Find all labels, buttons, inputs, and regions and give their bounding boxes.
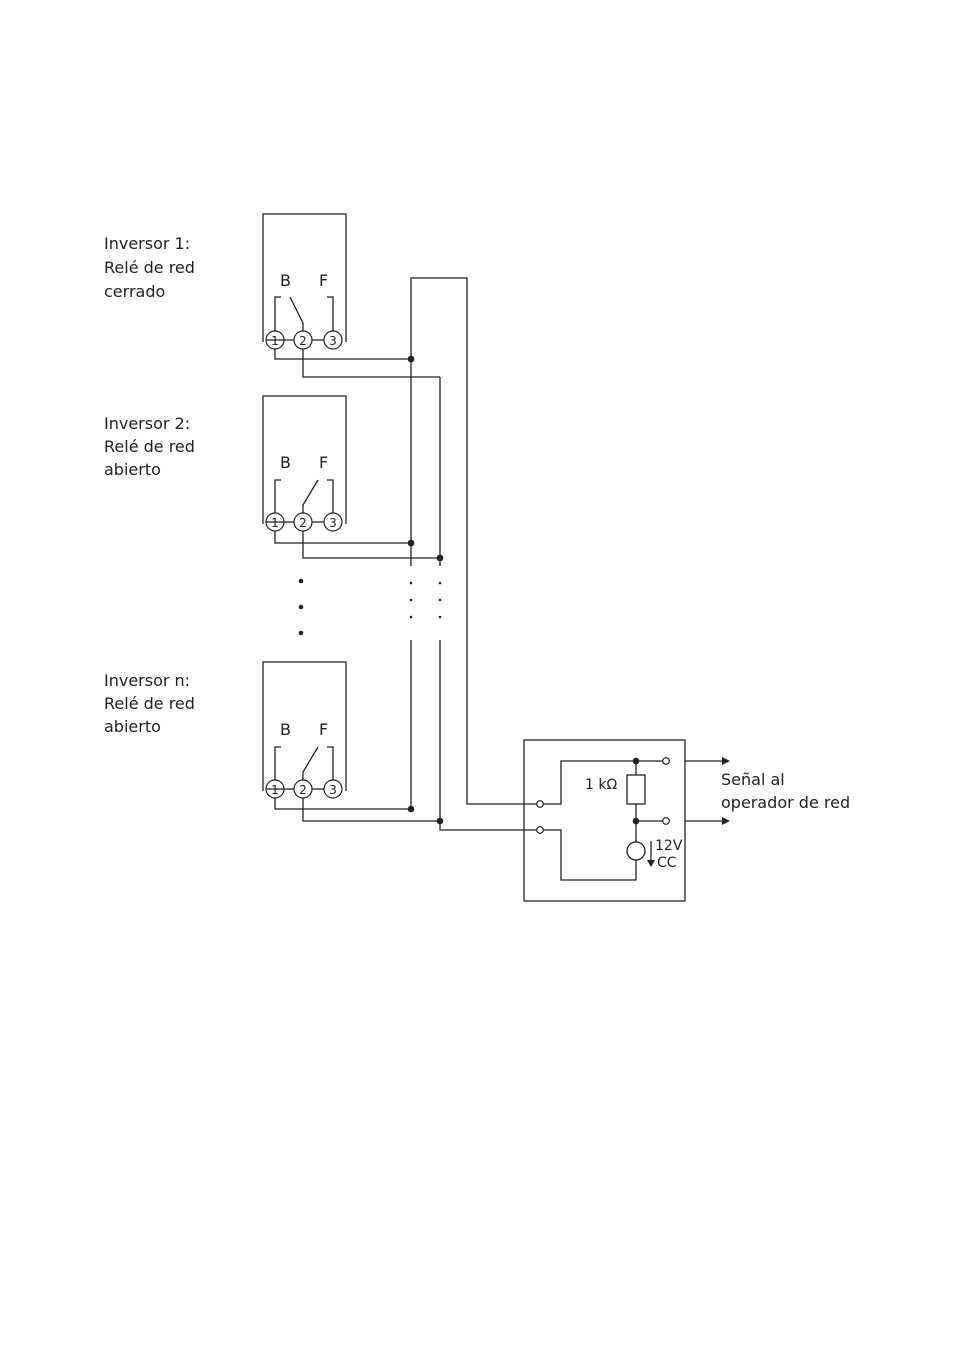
- output-terminal-bottom: [662, 817, 670, 825]
- input-terminal-bottom: [536, 826, 544, 834]
- inverter-n-title: Inversor n:: [104, 671, 190, 690]
- junction-dot: [407, 805, 415, 813]
- operator-box-bottom-wire: [543, 829, 637, 881]
- inverter-n-housing: [262, 661, 347, 791]
- source-type-label: CC: [657, 855, 677, 871]
- inverter-n-switch-open: [302, 746, 319, 780]
- inverter-1-contact-b: B: [280, 271, 291, 290]
- inverter-n-relay-label: Relé de red: [104, 694, 195, 713]
- inverter-2-terminal-3-label: 3: [329, 516, 337, 530]
- inverter-2-relay-state: abierto: [104, 460, 161, 479]
- inverter-n: Inversor n: Relé de red abierto B F 1 2 …: [104, 661, 440, 822]
- bus-lines: [407, 277, 537, 831]
- bus-continuation-dots: [409, 581, 442, 619]
- signal-out-bottom-arrow-head-icon: [722, 817, 730, 825]
- inverter-2-b-lead: [274, 479, 281, 513]
- grid-operator-box: 1 kΩ 12V CC Señal al operador de red: [523, 739, 850, 902]
- inverter-1-relay-state: cerrado: [104, 282, 165, 301]
- inverter-n-contact-b: B: [280, 720, 291, 739]
- junction-dot: [407, 539, 415, 547]
- junction-dot: [632, 757, 640, 765]
- resistor-label: 1 kΩ: [585, 777, 617, 793]
- inverter-2-title: Inversor 2:: [104, 414, 190, 433]
- inverter-n-terminal-3-label: 3: [329, 783, 337, 797]
- inverter-1-wire-terminal-2: [302, 349, 440, 378]
- junction-dot: [632, 817, 640, 825]
- inverter-n-f-lead: [327, 746, 334, 780]
- bus-a-upper-return: [410, 277, 537, 805]
- inverter-n-b-lead: [274, 746, 281, 780]
- inverter-1-housing: [262, 213, 347, 342]
- inverter-n-contact-f: F: [319, 720, 328, 739]
- inverter-1-b-lead: [274, 296, 281, 331]
- signal-label-line2: operador de red: [721, 793, 850, 812]
- source-voltage-label: 12V: [655, 838, 683, 854]
- bus-b-segment-bottom: [439, 640, 537, 831]
- more-inverters-ellipsis: [298, 578, 304, 636]
- inverter-2-terminal-2-label: 2: [299, 516, 307, 530]
- inverter-1-relay-label: Relé de red: [104, 258, 195, 277]
- inverter-1-terminal-2-label: 2: [299, 334, 307, 348]
- voltage-arrow-head-icon: [647, 860, 655, 867]
- inverter-2-switch-open: [302, 479, 319, 513]
- inverter-2-wire-terminal-2: [302, 531, 440, 559]
- junction-dot: [407, 355, 415, 363]
- inverter-2-terminal-1-label: 1: [271, 516, 279, 530]
- junction-dot: [436, 817, 444, 825]
- inverter-1-f-lead: [327, 296, 334, 331]
- inverter-2: Inversor 2: Relé de red abierto B F 1 2 …: [104, 395, 440, 559]
- inverter-n-relay-state: abierto: [104, 717, 161, 736]
- output-terminal-top: [662, 757, 670, 765]
- resistor-symbol: [626, 774, 646, 805]
- inverter-n-terminal-2-label: 2: [299, 783, 307, 797]
- inverter-1-terminal-1-label: 1: [271, 334, 279, 348]
- inverter-1: Inversor 1: Relé de red cerrado B F 1 2 …: [104, 213, 440, 378]
- inverter-1-wire-terminal-1: [274, 349, 411, 360]
- inverter-n-wire-terminal-1: [274, 798, 411, 810]
- inverter-2-contact-b: B: [280, 453, 291, 472]
- inverter-2-relay-label: Relé de red: [104, 437, 195, 456]
- operator-box-top-wire: [543, 760, 636, 805]
- inverter-1-switch-closed: [289, 296, 304, 331]
- signal-label-line1: Señal al: [721, 770, 785, 789]
- inverter-2-contact-f: F: [319, 453, 328, 472]
- voltage-source-symbol: [626, 841, 646, 861]
- inverter-n-wire-terminal-2: [302, 798, 440, 822]
- inverter-n-terminal-1-label: 1: [271, 783, 279, 797]
- signal-out-top-arrow-head-icon: [722, 757, 730, 765]
- inverter-1-contact-f: F: [319, 271, 328, 290]
- input-terminal-top: [536, 800, 544, 808]
- inverter-2-wire-terminal-1: [274, 531, 411, 544]
- inverter-2-housing: [262, 395, 347, 524]
- inverter-1-terminal-3-label: 3: [329, 334, 337, 348]
- inverter-1-title: Inversor 1:: [104, 234, 190, 253]
- inverter-2-f-lead: [327, 479, 334, 513]
- junction-dot: [436, 554, 444, 562]
